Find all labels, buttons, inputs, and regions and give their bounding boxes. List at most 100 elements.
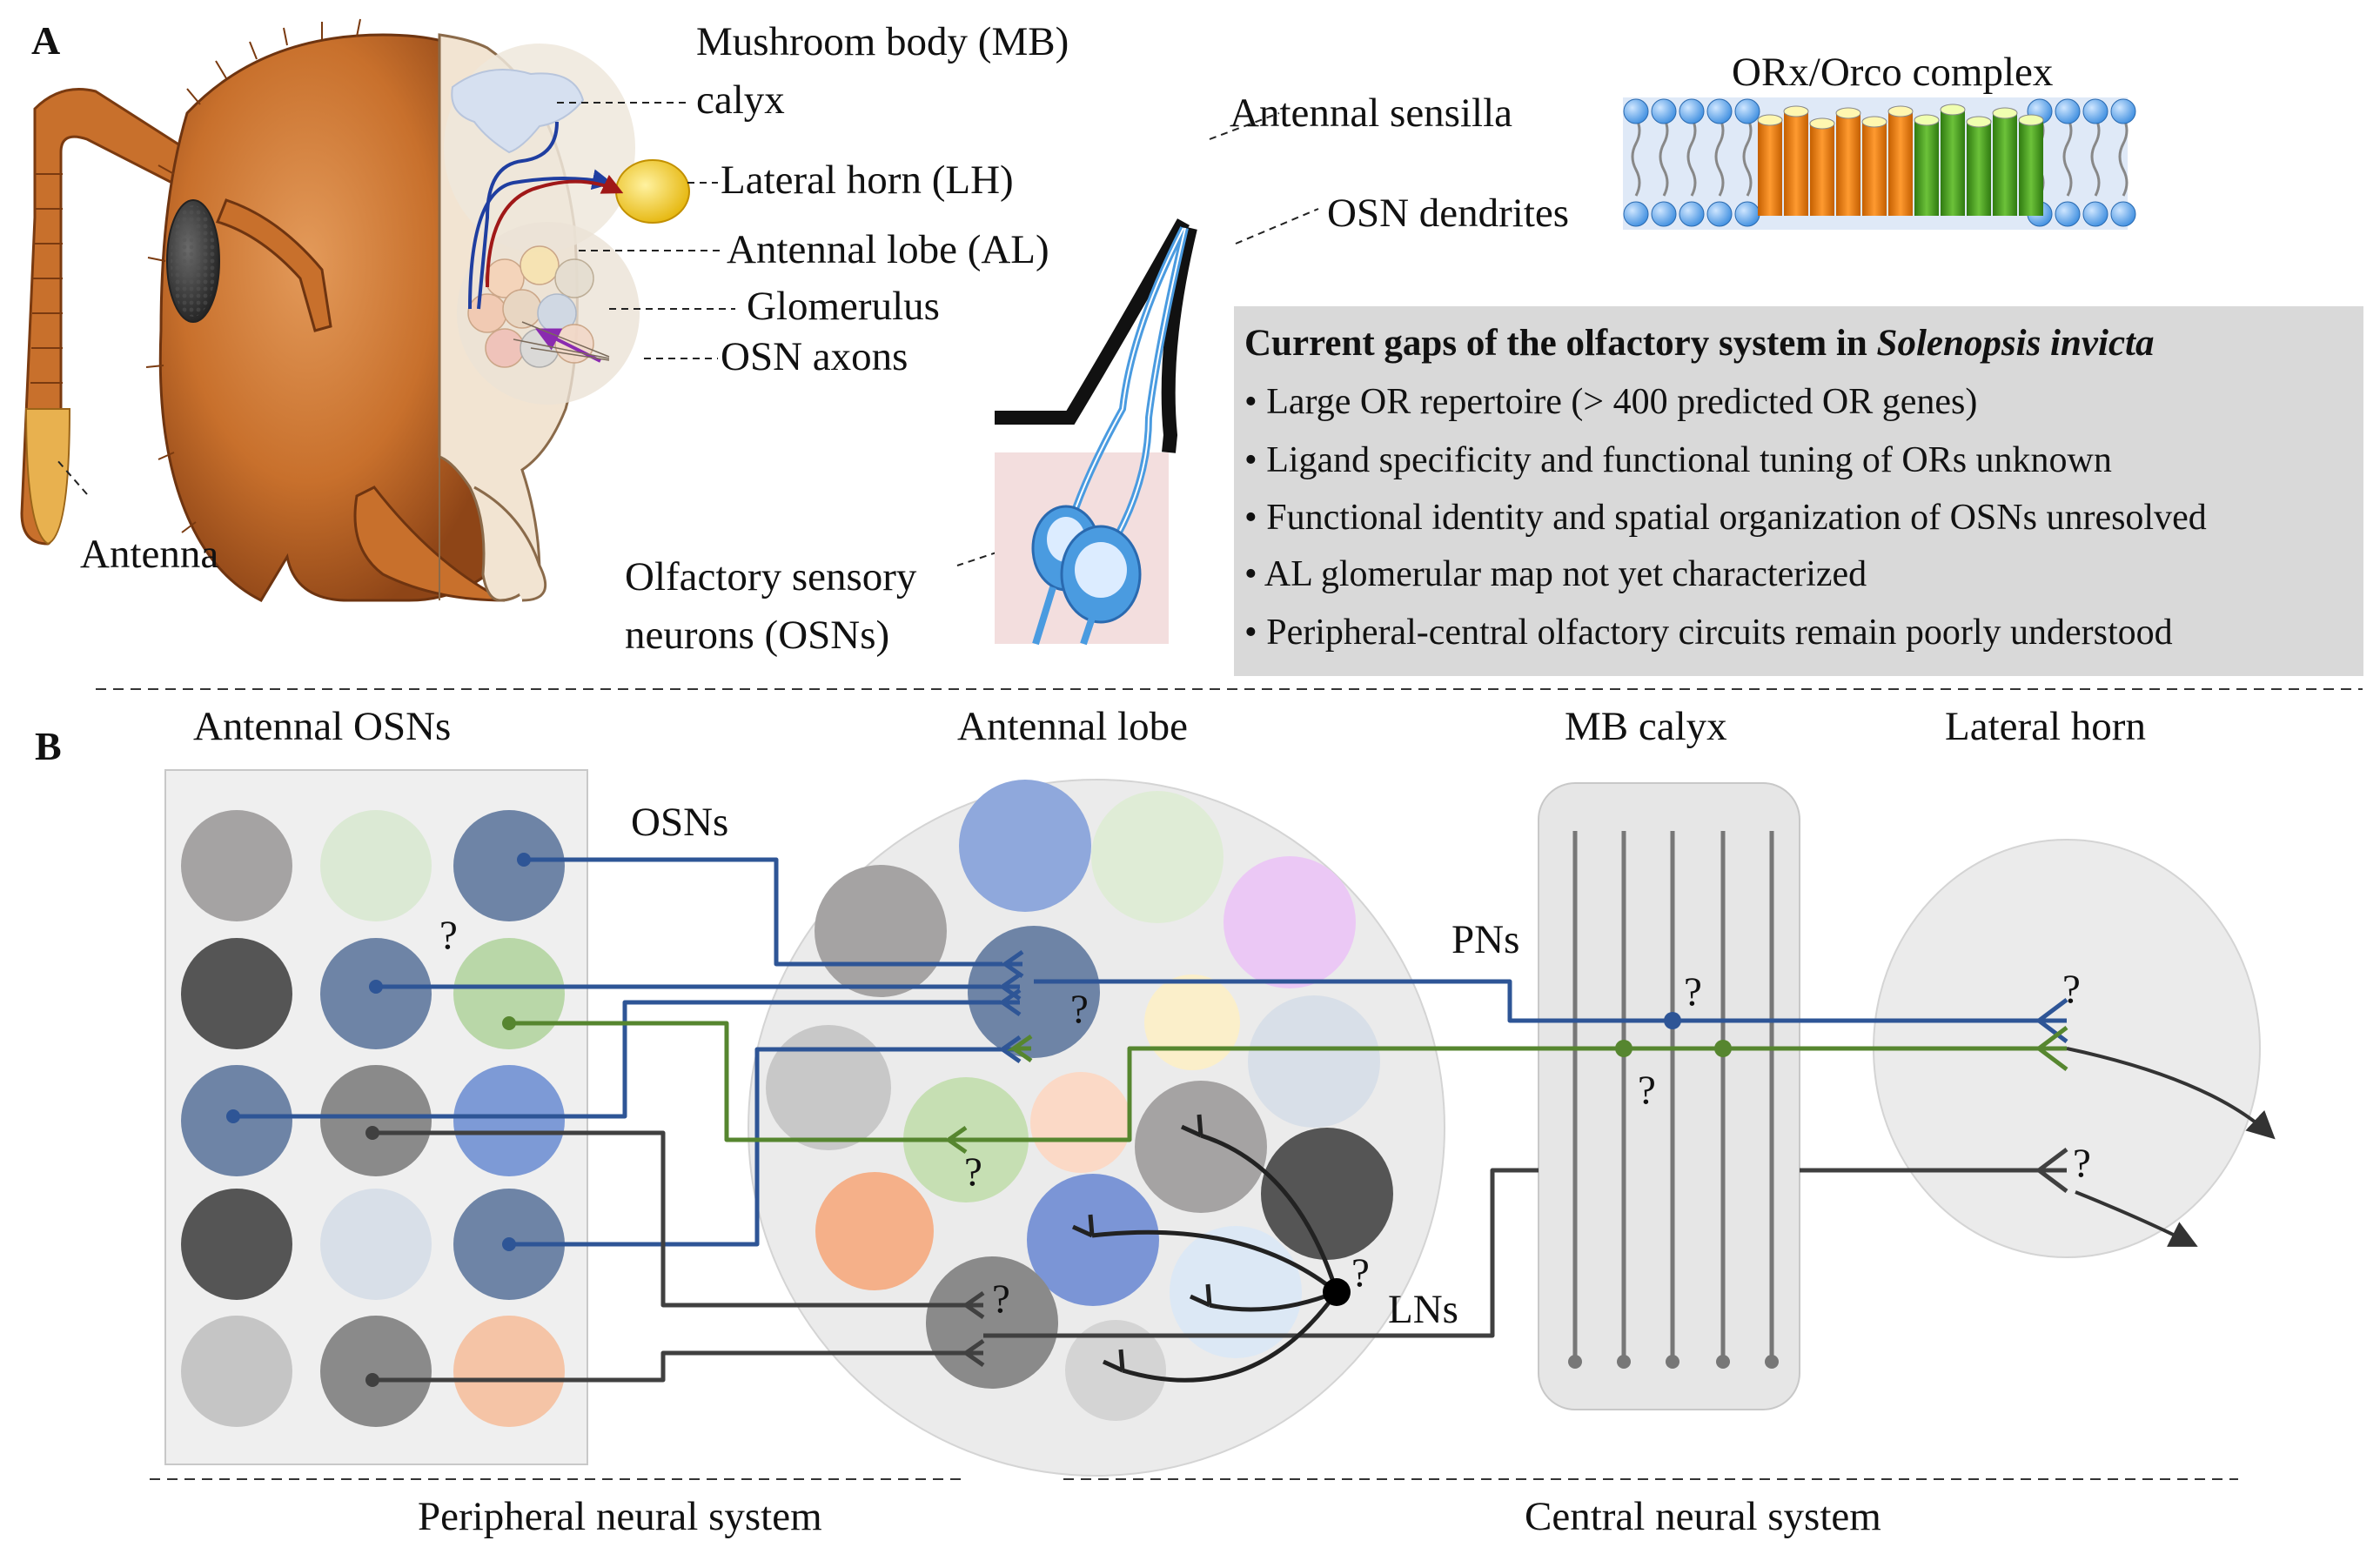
kenyon-cell-lines xyxy=(1572,831,1774,1362)
lipid-head xyxy=(2110,201,2136,227)
lipid-head xyxy=(1623,201,1649,227)
osn-cell xyxy=(453,1065,565,1176)
gap-item: • Functional identity and spatial organi… xyxy=(1244,498,2207,538)
receptor-helix xyxy=(1888,111,1913,216)
label-complex: ORx/Orco complex xyxy=(1732,50,2053,95)
unknown-markers: ? ? ? ? ? ? ? ? ? xyxy=(439,913,2091,1322)
label-glomerulus: Glomerulus xyxy=(747,284,940,329)
gaps-title: Current gaps of the olfactory system in … xyxy=(1244,323,2154,364)
sensillum-illustration xyxy=(995,218,1197,646)
header-mb-calyx: MB calyx xyxy=(1565,704,1727,749)
question-mark: ? xyxy=(439,913,458,958)
glomerulus xyxy=(1065,1320,1166,1421)
lipid-head xyxy=(2082,201,2108,227)
osn-path-dark xyxy=(372,1350,966,1383)
receptor-helix xyxy=(2019,120,2043,216)
osn-path-blue xyxy=(233,1000,1001,1119)
glomerulus xyxy=(766,1025,891,1150)
lipid-head xyxy=(1679,98,1705,124)
osn-grid xyxy=(181,810,565,1427)
ln-path xyxy=(1200,1133,1339,1293)
osn-cell xyxy=(181,1316,292,1427)
lipid-head xyxy=(2110,98,2136,124)
glomerulus xyxy=(1027,1174,1159,1306)
lipid-head xyxy=(2055,98,2081,124)
glomeruli-cluster xyxy=(467,245,594,368)
glomerulus xyxy=(1224,856,1356,988)
osn-cell xyxy=(320,1189,432,1300)
question-mark: ? xyxy=(1638,1068,1656,1113)
label-antennal-sensilla: Antennal sensilla xyxy=(1230,90,1512,136)
gap-item: • Peripheral-central olfactory circuits … xyxy=(1244,613,2173,653)
receptor-helix xyxy=(1967,122,1991,216)
osn-cell xyxy=(320,810,432,921)
osn-path-blue xyxy=(524,857,1002,967)
osn-cell xyxy=(320,1316,432,1427)
receptor-helix xyxy=(1784,111,1808,216)
label-lateral-horn: Lateral horn (LH) xyxy=(721,157,1014,203)
glomerulus xyxy=(1261,1128,1393,1260)
receptor-helix xyxy=(1810,124,1834,216)
gap-item: • AL glomerular map not yet characterize… xyxy=(1244,554,1867,594)
osn-path-blue xyxy=(509,1047,1001,1247)
panel-a-letter: A xyxy=(31,18,60,63)
pn-path-dark xyxy=(983,1168,2038,1338)
glomerulus xyxy=(1170,1226,1302,1358)
pn-path-green xyxy=(957,1046,2038,1142)
lh-output-arrow xyxy=(2075,1190,2198,1247)
question-mark: ? xyxy=(1684,969,1702,1015)
ln-node xyxy=(1323,1278,1351,1306)
osn-cell xyxy=(453,810,565,921)
glomerulus xyxy=(959,780,1091,912)
ant-head-illustration xyxy=(20,18,690,602)
glomerulus xyxy=(1135,1081,1267,1213)
receptor-helix xyxy=(1914,120,1939,216)
gap-item: • Ligand specificity and functional tuni… xyxy=(1244,440,2112,480)
ln-path xyxy=(1122,1290,1339,1383)
header-lateral-horn: Lateral horn xyxy=(1945,704,2146,749)
receptor-helix xyxy=(1836,113,1860,216)
footer-peripheral: Peripheral neural system xyxy=(418,1494,822,1539)
osn-path-dark xyxy=(372,1130,966,1308)
osn-cell xyxy=(181,938,292,1049)
lh-output-arrow xyxy=(2066,1047,2276,1140)
osn-cell xyxy=(453,1316,565,1427)
header-antennal-lobe: Antennal lobe xyxy=(957,704,1188,749)
header-antennal-osns: Antennal OSNs xyxy=(193,704,451,749)
osn-cell xyxy=(453,938,565,1049)
label-calyx: calyx xyxy=(696,77,785,123)
membrane-illustration xyxy=(1623,97,2136,230)
glomerulus xyxy=(1248,995,1380,1128)
pn-path-blue xyxy=(1034,979,2038,1023)
receptor-helix xyxy=(1758,120,1782,216)
glomerulus xyxy=(968,926,1100,1058)
label-osns-line2: neurons (OSNs) xyxy=(625,613,889,658)
glomerulus xyxy=(815,865,947,997)
question-mark: ? xyxy=(2073,1141,2091,1186)
lipid-head xyxy=(2082,98,2108,124)
label-osns-line1: Olfactory sensory xyxy=(625,554,917,599)
lipid-head xyxy=(2055,201,2081,227)
glomerulus xyxy=(1030,1072,1131,1173)
question-mark: ? xyxy=(2062,967,2081,1012)
question-mark: ? xyxy=(1070,987,1089,1032)
osn-path-green xyxy=(509,1021,947,1142)
osn-cell xyxy=(320,1065,432,1176)
lipid-head xyxy=(1679,201,1705,227)
label-osn-axons: OSN axons xyxy=(721,334,908,379)
glomerulus xyxy=(815,1172,934,1290)
ln-path xyxy=(1091,1229,1338,1294)
label-osns-path: OSNs xyxy=(631,800,728,845)
label-pns: PNs xyxy=(1451,917,1519,962)
glomerulus xyxy=(1144,975,1240,1070)
ln-path xyxy=(1209,1289,1337,1312)
mb-calyx-box xyxy=(1538,782,1800,1410)
receptor-helix xyxy=(1862,122,1887,216)
glomeruli xyxy=(766,780,1393,1421)
question-mark: ? xyxy=(992,1276,1010,1322)
lipid-head xyxy=(1734,201,1760,227)
lateral-horn-shape xyxy=(615,159,690,224)
panel-b-letter: B xyxy=(35,724,62,768)
lipid-head xyxy=(1734,98,1760,124)
